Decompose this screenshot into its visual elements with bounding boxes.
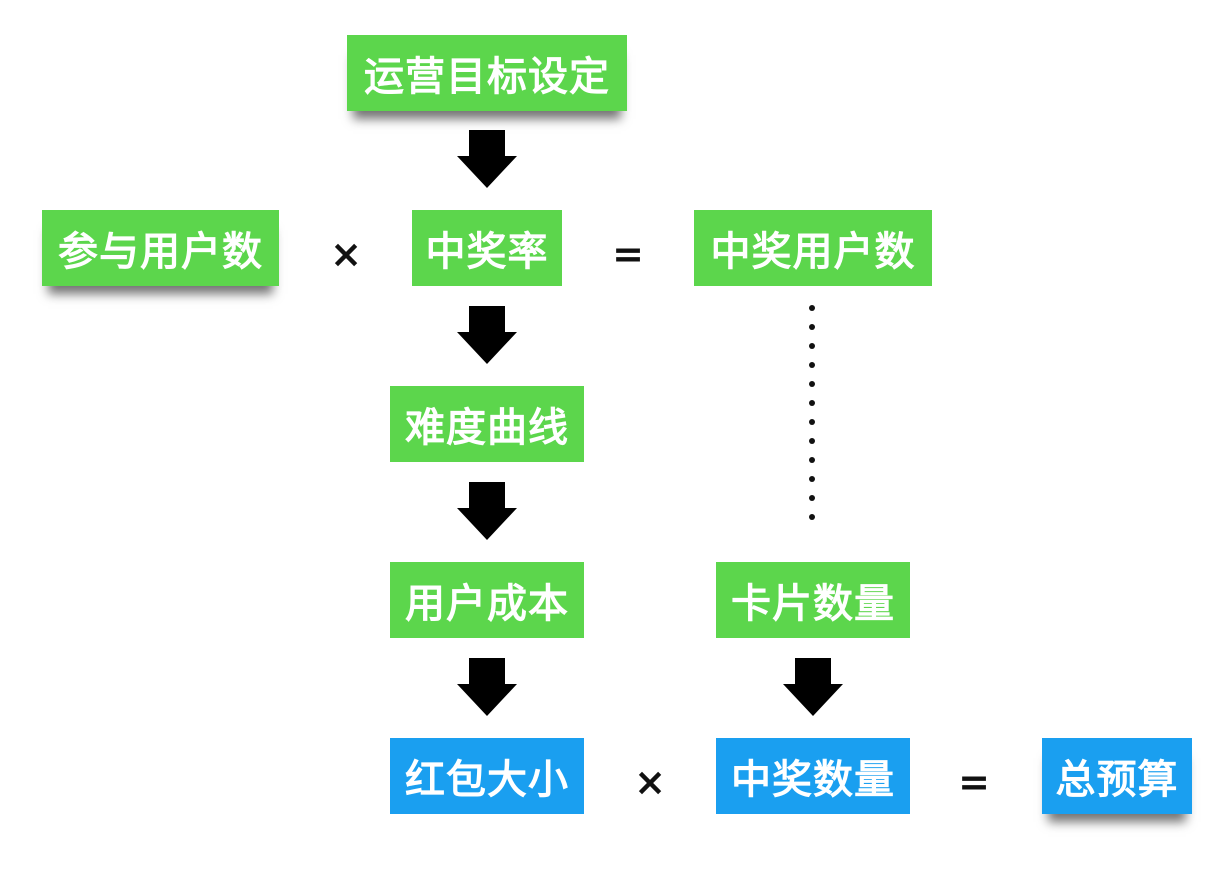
equals-operator: = xyxy=(603,229,653,279)
down-arrow-icon xyxy=(457,658,517,716)
node-difficulty-curve-label: 难度曲线 xyxy=(405,405,569,451)
node-red-packet-size-label: 红包大小 xyxy=(405,757,569,803)
down-arrow-icon xyxy=(783,658,843,716)
multiply-operator: × xyxy=(321,229,371,279)
equals-symbol: = xyxy=(612,232,644,276)
equals-symbol: = xyxy=(958,760,990,804)
down-arrow-icon xyxy=(457,482,517,540)
node-participants: 参与用户数 xyxy=(42,210,279,286)
node-ops-goal-label: 运营目标设定 xyxy=(364,54,610,100)
node-ops-goal: 运营目标设定 xyxy=(347,35,627,111)
node-difficulty-curve: 难度曲线 xyxy=(390,386,584,462)
node-user-cost: 用户成本 xyxy=(390,562,584,638)
node-total-budget-label: 总预算 xyxy=(1055,757,1179,803)
node-winners: 中奖用户数 xyxy=(694,210,932,286)
multiply-symbol: × xyxy=(330,232,362,276)
node-card-count-label: 卡片数量 xyxy=(731,581,895,627)
down-arrow-icon xyxy=(457,306,517,364)
node-red-packet-size: 红包大小 xyxy=(390,738,584,814)
dotted-connector xyxy=(809,305,815,520)
node-card-count: 卡片数量 xyxy=(716,562,910,638)
node-user-cost-label: 用户成本 xyxy=(405,581,569,627)
multiply-operator: × xyxy=(625,757,675,807)
node-total-budget: 总预算 xyxy=(1042,738,1192,814)
equals-operator: = xyxy=(949,757,999,807)
node-participants-label: 参与用户数 xyxy=(58,229,263,275)
multiply-symbol: × xyxy=(634,760,666,804)
node-prize-count: 中奖数量 xyxy=(716,738,910,814)
node-winners-label: 中奖用户数 xyxy=(710,229,916,275)
node-win-rate: 中奖率 xyxy=(412,210,562,286)
down-arrow-icon xyxy=(457,130,517,188)
node-prize-count-label: 中奖数量 xyxy=(731,757,895,803)
node-win-rate-label: 中奖率 xyxy=(425,229,549,275)
